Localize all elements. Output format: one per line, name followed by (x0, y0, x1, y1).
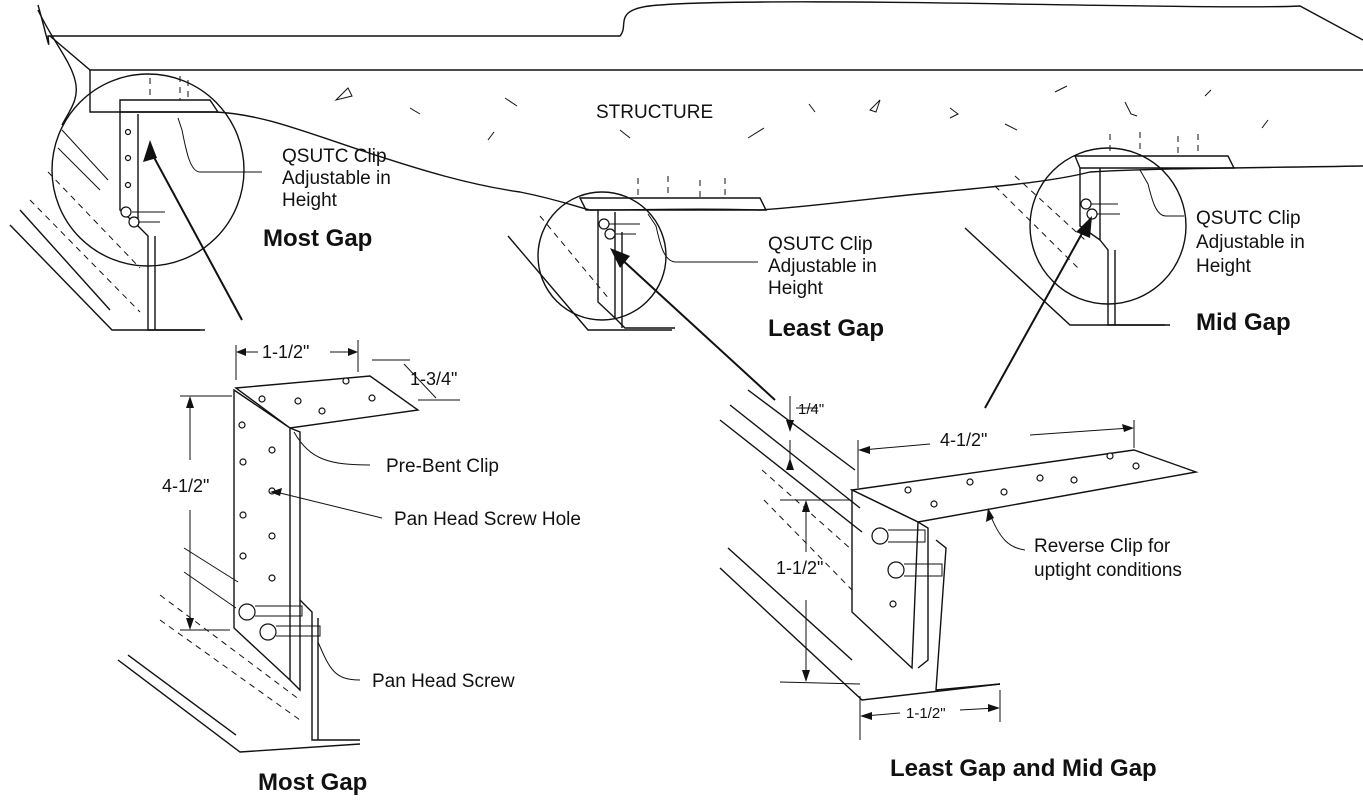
dim-reverse-length: 4-1/2" (940, 430, 987, 450)
callout-right-line3: Height (1196, 256, 1252, 277)
dim-reverse-offset: 1/4" (798, 401, 824, 418)
callout-left-line1: QSUTC Clip (282, 146, 387, 167)
pre-bent-clip-label: Pre-Bent Clip (386, 456, 499, 477)
structure-label: STRUCTURE (596, 102, 713, 123)
gap-center-label: Least Gap (768, 315, 884, 342)
callout-center: QSUTC Clip Adjustable in Height Least Ga… (647, 213, 884, 342)
reverse-clip-line2: uptight conditions (1034, 560, 1182, 581)
detail-center (507, 176, 768, 331)
caption-right: Least Gap and Mid Gap (890, 755, 1157, 782)
pre-bent-clip-drawing: 1-1/2" 1-3/4" 4-1/2" (117, 340, 460, 753)
callout-center-line2: Adjustable in (768, 256, 877, 277)
caption-left: Most Gap (258, 769, 367, 796)
right-clip-callouts: Reverse Clip for uptight conditions Leas… (890, 508, 1182, 782)
callout-right-line2: Adjustable in (1196, 232, 1305, 253)
structure-slab: STRUCTURE (37, 1, 1363, 211)
left-clip-callouts: Pre-Bent Clip Pan Head Screw Hole Pan He… (258, 431, 581, 796)
gap-right-label: Mid Gap (1196, 309, 1291, 336)
reverse-clip-drawing: 1/4" 4-1/2" 1-1/2" 1-1/2" (719, 389, 1199, 740)
callout-right: QSUTC Clip Adjustable in Height Mid Gap (1139, 169, 1305, 336)
pointer-arrows (143, 140, 1092, 409)
dim-reverse-width: 1-1/2" (906, 705, 946, 722)
dim-clip-height: 4-1/2" (162, 476, 209, 496)
gap-left-label: Most Gap (263, 225, 372, 252)
detail-left (9, 73, 245, 331)
callout-left-line3: Height (282, 190, 338, 211)
dim-clip-width: 1-1/2" (262, 342, 309, 362)
pan-head-screw-label: Pan Head Screw (372, 671, 515, 692)
reverse-clip-line1: Reverse Clip for (1034, 536, 1171, 557)
callout-center-line3: Height (768, 278, 824, 299)
callout-left-line2: Adjustable in (282, 168, 391, 189)
callout-right-line1: QSUTC Clip (1196, 208, 1301, 229)
detail-right (964, 132, 1236, 326)
dim-reverse-height: 1-1/2" (776, 558, 823, 578)
dim-clip-depth: 1-3/4" (410, 369, 457, 389)
pan-head-screw-hole-label: Pan Head Screw Hole (394, 509, 581, 530)
callout-left: QSUTC Clip Adjustable in Height Most Gap (177, 117, 391, 252)
callout-center-line1: QSUTC Clip (768, 234, 873, 255)
